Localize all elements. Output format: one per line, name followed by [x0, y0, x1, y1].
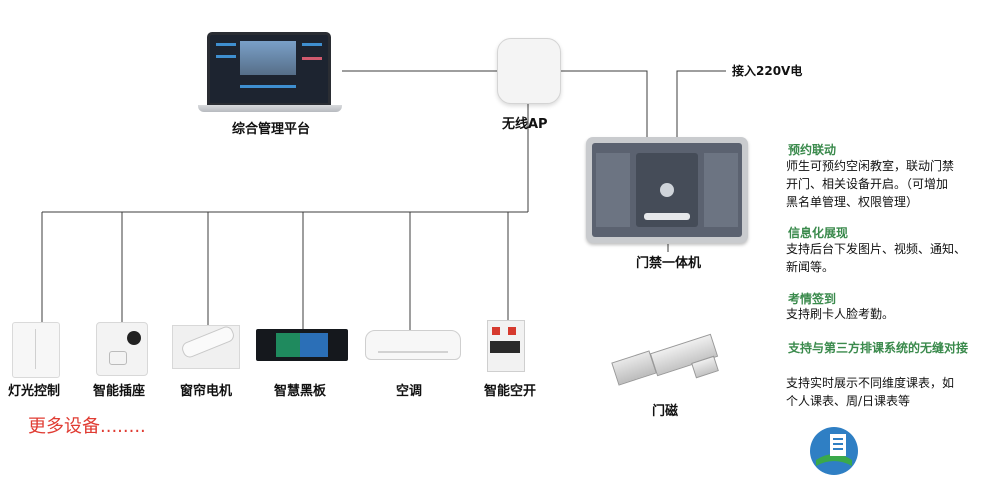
terminal-side-panel [704, 153, 738, 227]
more-devices-text: 更多设备........ [28, 416, 146, 437]
laptop-base [198, 105, 342, 112]
magnet-label: 门磁 [652, 404, 679, 419]
feature-title: 支持与第三方排课系统的无缝对接 [788, 341, 969, 355]
air-conditioner-device [365, 330, 461, 360]
terminal-card [636, 153, 698, 227]
ap-label: 无线AP [502, 117, 548, 132]
terminal-button [644, 213, 690, 220]
smart-socket-device [96, 322, 148, 376]
feature-body: 支持实时展示不同维度课表，如 个人课表、周/日课表等 [786, 376, 955, 408]
company-logo-icon [810, 427, 858, 475]
feature-title: 考情签到 [788, 292, 837, 306]
device-label: 智能插座 [93, 384, 146, 399]
power-label: 接入220V电 [732, 64, 803, 78]
device-label: 窗帘电机 [180, 384, 233, 399]
device-label: 空调 [396, 384, 423, 399]
terminal-screen [592, 143, 742, 237]
terminal-label: 门禁一体机 [636, 256, 702, 271]
light-switch-device [12, 322, 60, 378]
feature-body: 支持后台下发图片、视频、通知、 新闻等。 [786, 242, 967, 274]
curtain-motor-device [172, 324, 240, 369]
device-label: 灯光控制 [8, 384, 61, 399]
platform-label: 综合管理平台 [232, 122, 311, 137]
smart-breaker-device [487, 320, 525, 372]
feature-body: 师生可预约空闲教室，联动门禁 开门、相关设备开启。（可增加 黑名单管理、权限管理… [786, 159, 955, 209]
dashboard-panel-right [302, 57, 322, 60]
feature-title: 信息化展现 [788, 226, 849, 240]
terminal-side-panel [596, 153, 630, 227]
access-terminal-device [586, 137, 748, 243]
device-label: 智能空开 [484, 384, 537, 399]
laptop-screen [207, 32, 331, 106]
dashboard-map [240, 41, 296, 75]
dashboard-panel-right [302, 43, 322, 46]
feature-title: 预约联动 [788, 143, 837, 157]
feature-body: 支持刷卡人脸考勤。 [786, 307, 895, 321]
wireless-ap-device [497, 38, 561, 104]
dashboard-panel-bottom [240, 85, 296, 88]
face-icon [660, 183, 674, 197]
device-label: 智慧黑板 [274, 384, 327, 399]
smart-blackboard-device [256, 329, 348, 361]
dashboard-panel-left [216, 55, 236, 58]
dashboard-panel-left [216, 43, 236, 46]
